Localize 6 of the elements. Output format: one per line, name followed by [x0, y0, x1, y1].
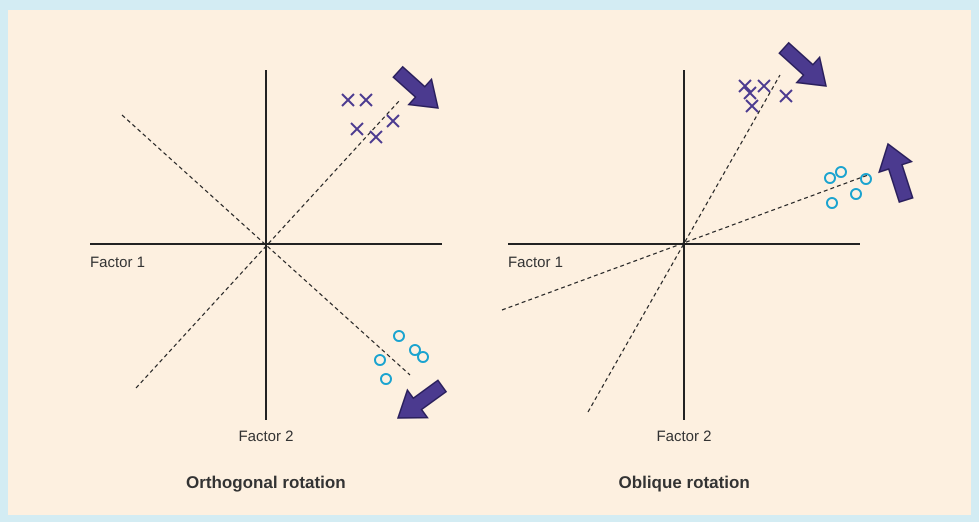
axis-label: Factor 2 — [238, 428, 294, 445]
panel-title: Orthogonal rotation — [186, 473, 346, 493]
axis-label: Factor 2 — [656, 428, 712, 445]
axis-label: Factor 1 — [508, 254, 564, 271]
axis-label: Factor 1 — [90, 254, 146, 271]
panel-title: Oblique rotation — [618, 473, 750, 493]
